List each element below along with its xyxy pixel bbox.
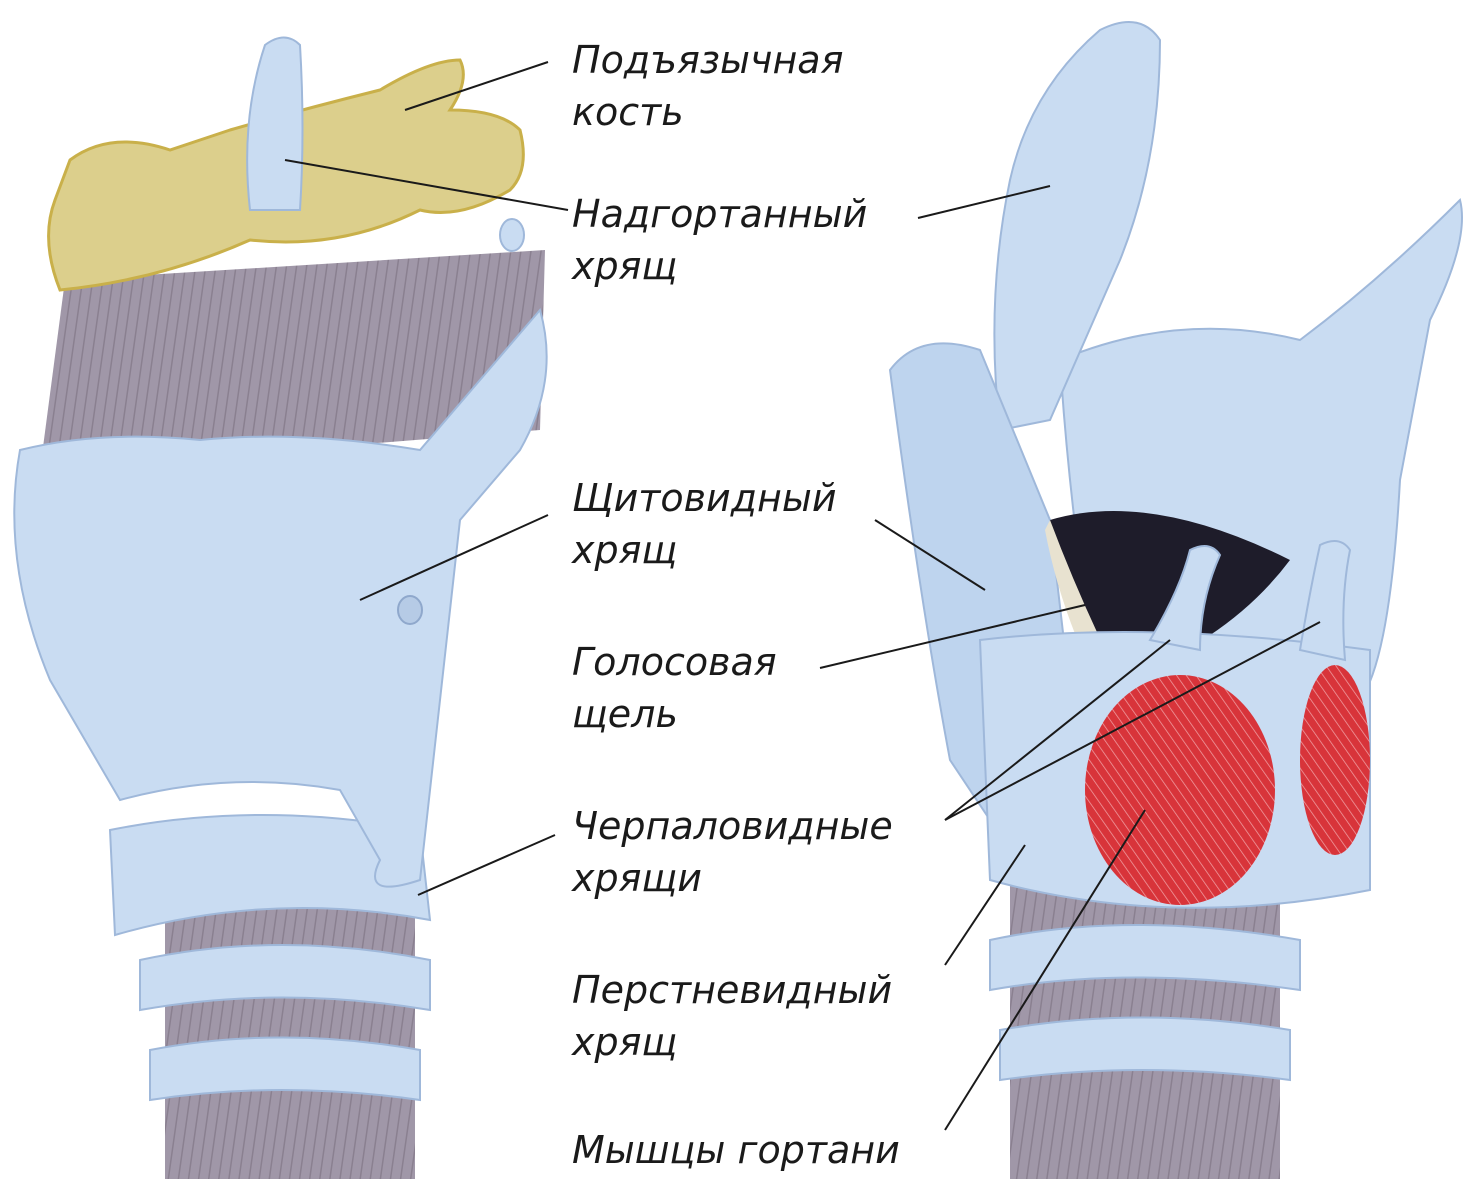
label-cricoid-line-1: Перстневидный: [572, 964, 892, 1016]
label-arytenoid-line-2: хрящи: [572, 852, 893, 904]
label-glottis: Голосовая щель: [572, 636, 777, 740]
label-muscles-line-1: Мышцы гортани: [572, 1124, 900, 1176]
label-arytenoid-cartilages: Черпаловидные хрящи: [572, 800, 893, 904]
posterior-cricoarytenoid-muscle: [1085, 675, 1275, 905]
label-glottis-line-1: Голосовая: [572, 636, 777, 688]
label-hyoid-bone: Подъязычная кость: [572, 34, 843, 138]
superior-horn-knob: [500, 219, 524, 251]
label-arytenoid-line-1: Черпаловидные: [572, 800, 893, 852]
epiglottis-left: [247, 38, 302, 211]
leader-arytenoid-left: [418, 835, 555, 895]
posterior-cricoarytenoid-muscle-2: [1300, 665, 1370, 855]
thyroid-tubercle: [398, 596, 422, 624]
larynx-front-view: [14, 38, 546, 1179]
label-thyroid-line-1: Щитовидный: [572, 472, 837, 524]
label-laryngeal-muscles: Мышцы гортани: [572, 1124, 900, 1176]
larynx-back-view: [890, 22, 1462, 1179]
label-thyroid-line-2: хрящ: [572, 524, 837, 576]
label-hyoid-line-1: Подъязычная: [572, 34, 843, 86]
label-epiglottis-line-1: Надгортанный: [572, 188, 867, 240]
label-hyoid-line-2: кость: [572, 86, 843, 138]
label-epiglottis: Надгортанный хрящ: [572, 188, 867, 292]
label-cricoid-cartilage: Перстневидный хрящ: [572, 964, 892, 1068]
label-cricoid-line-2: хрящ: [572, 1016, 892, 1068]
label-glottis-line-2: щель: [572, 688, 777, 740]
label-thyroid-cartilage: Щитовидный хрящ: [572, 472, 837, 576]
label-epiglottis-line-2: хрящ: [572, 240, 867, 292]
tracheal-ring-right-2: [1000, 1018, 1290, 1081]
tracheal-ring-left-2: [150, 1038, 420, 1101]
